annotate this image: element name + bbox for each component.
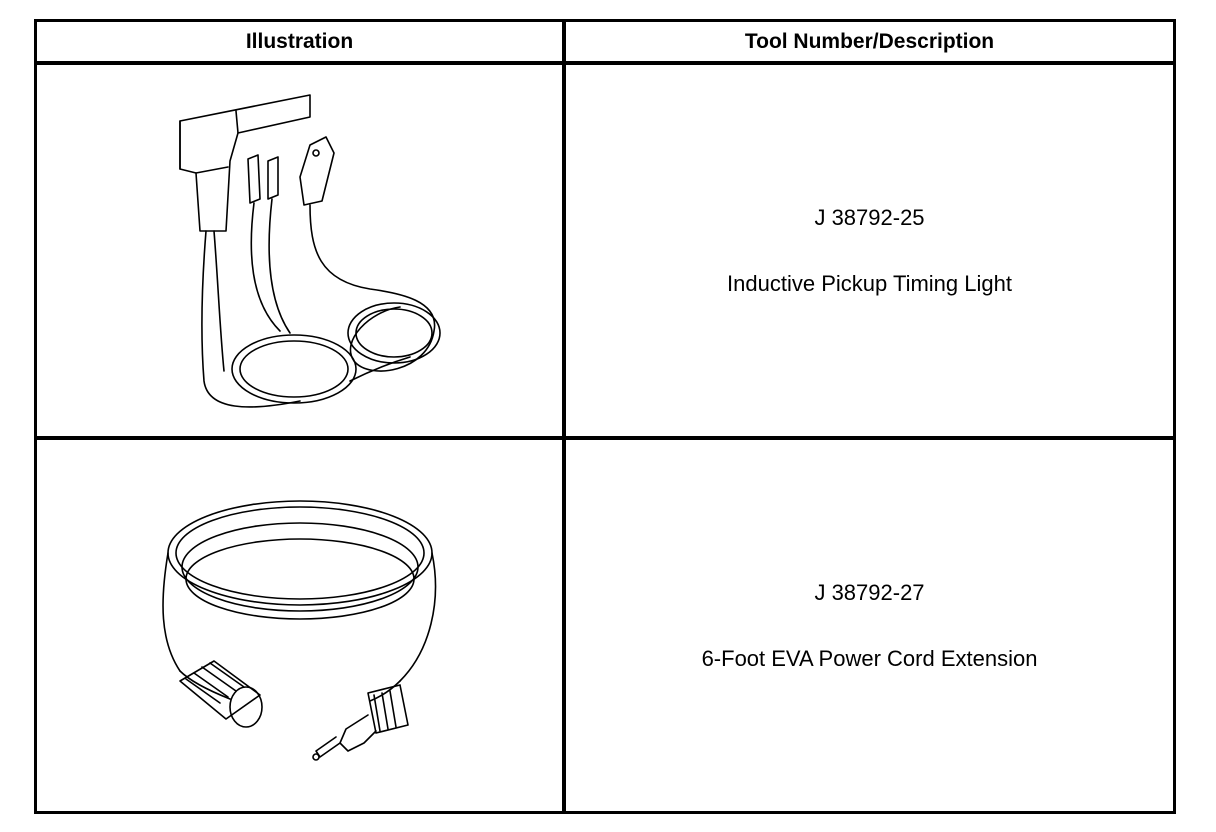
table-row-1-illustration <box>37 65 562 436</box>
tool-description-2: 6-Foot EVA Power Cord Extension <box>701 645 1038 671</box>
tool-number-1: J 38792-25 <box>814 204 925 230</box>
table-row-2-description-cell: J 38792-27 6-Foot EVA Power Cord Extensi… <box>566 440 1173 811</box>
tool-table: Illustration Tool Number/Description <box>34 19 1176 814</box>
column-divider <box>562 22 566 811</box>
tool-description-1: Inductive Pickup Timing Light <box>727 270 1012 296</box>
table-row-1-description-cell: J 38792-25 Inductive Pickup Timing Light <box>566 65 1173 436</box>
header-tool-number: Tool Number/Description <box>744 29 995 53</box>
timing-light-icon <box>178 93 441 408</box>
header-divider <box>37 61 1173 65</box>
power-cord-icon <box>161 499 436 761</box>
row-divider <box>37 436 1173 440</box>
tool-number-2: J 38792-27 <box>814 579 925 605</box>
table-row-2-illustration <box>37 440 562 811</box>
header-illustration: Illustration <box>245 29 354 53</box>
